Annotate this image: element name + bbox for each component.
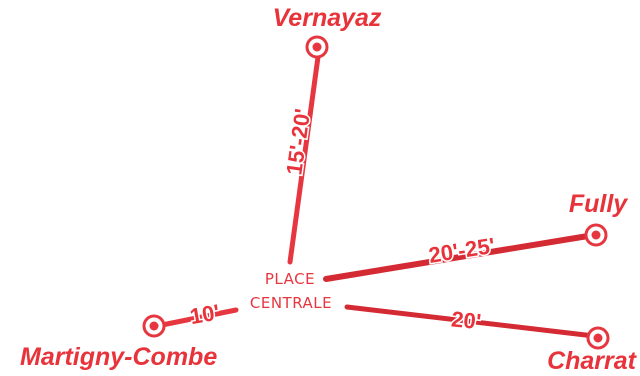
destination-labels: Vernayaz Fully Charrat Martigny-Combe xyxy=(20,4,638,375)
route-line-vernayaz xyxy=(287,54,321,265)
center-label: PLACE CENTRALE xyxy=(248,269,333,314)
route-line-martigny-combe xyxy=(159,307,239,328)
destination-label-martigny-combe[interactable]: Martigny-Combe xyxy=(20,343,217,371)
center-label-line2: CENTRALE xyxy=(250,294,332,312)
bullseye-icon[interactable] xyxy=(305,35,329,59)
center-label-line1: PLACE xyxy=(265,270,315,288)
bullseye-icon[interactable] xyxy=(142,314,166,338)
time-label-vernayaz: 15'-20' xyxy=(281,107,315,177)
bullseye-icon[interactable] xyxy=(586,326,610,350)
destination-label-charrat[interactable]: Charrat xyxy=(547,347,638,375)
route-line-charrat xyxy=(344,304,597,339)
route-line-fully xyxy=(323,233,591,282)
time-label-martigny-combe: 10' xyxy=(188,299,222,329)
destination-label-fully[interactable]: Fully xyxy=(569,190,628,218)
stop-markers xyxy=(142,35,610,350)
destination-label-vernayaz[interactable]: Vernayaz xyxy=(273,4,382,32)
time-label-fully: 20'-25' xyxy=(427,233,497,268)
time-label-charrat: 20' xyxy=(450,306,482,334)
bullseye-icon[interactable] xyxy=(584,223,608,247)
time-labels: 15'-20' 20'-25' 20' 10' xyxy=(186,105,498,335)
route-lines xyxy=(159,54,597,339)
